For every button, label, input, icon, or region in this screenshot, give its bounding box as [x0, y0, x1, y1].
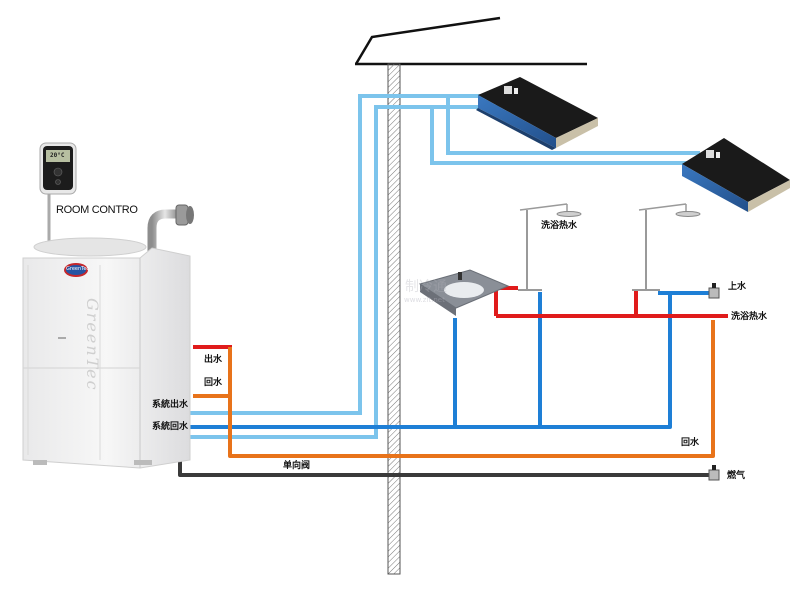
fan-coil-2-return — [430, 107, 700, 165]
label-bath-hot-water: 洗浴热水 — [731, 312, 768, 322]
fan-coil-2-supply — [446, 96, 700, 155]
fan-coil-unit-1 — [476, 77, 598, 150]
fan-coil-unit-2 — [682, 138, 790, 212]
unit-badge: GreenTec — [66, 266, 90, 272]
label-check-valve: 单向阀 — [283, 461, 311, 471]
room-controller — [39, 142, 77, 195]
roof — [354, 16, 587, 66]
label-shower-hot-water: 洗浴热水 — [541, 221, 578, 231]
label-return-water: 回水 — [204, 378, 223, 388]
shower-2 — [632, 203, 701, 291]
cold-supply-valve — [708, 283, 720, 299]
watermark: 制冷通 — [405, 279, 447, 295]
system-pipes — [150, 94, 700, 439]
label-system-return: 系統回水 — [152, 422, 189, 432]
system-outlet-pipe — [150, 94, 500, 415]
hot-branch-basin — [494, 286, 518, 316]
gas-pipe — [178, 445, 710, 477]
watermark-url: www.zlt.net — [404, 296, 445, 304]
system-return-pipe — [150, 105, 500, 439]
label-system-outlet: 系統出水 — [152, 400, 189, 410]
gas-valve — [708, 465, 720, 481]
label-gas: 燃气 — [727, 471, 746, 481]
heat-pump-unit — [22, 237, 191, 469]
cold-water-pipes — [150, 291, 710, 429]
cold-main — [150, 291, 710, 429]
label-outlet-water: 出水 — [204, 355, 223, 365]
return-water-pipes — [193, 320, 715, 458]
room-controller-label: ROOM CONTRO — [56, 204, 138, 216]
label-cold-supply: 上水 — [728, 282, 747, 292]
flue-pipe — [147, 204, 194, 255]
shower-1 — [518, 203, 582, 291]
wall — [387, 63, 401, 575]
label-return-main: 回水 — [681, 438, 700, 448]
wash-basin — [418, 269, 510, 316]
return-main — [193, 320, 715, 458]
controller-screen: 20°C — [50, 152, 65, 159]
unit-side-logo: GreenTec — [83, 298, 102, 392]
